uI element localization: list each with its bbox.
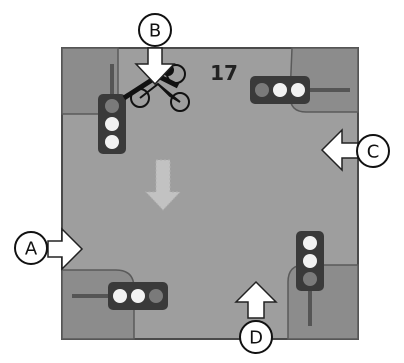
marker-b: B	[138, 13, 172, 47]
traffic-signal-icon	[108, 282, 168, 310]
svg-text:C: C	[367, 142, 380, 163]
svg-text:B: B	[149, 21, 161, 42]
traffic-signal-icon	[296, 231, 324, 291]
arrow-icon	[144, 159, 182, 211]
svg-text:A: A	[25, 239, 38, 260]
intersection-number: 17	[210, 61, 238, 85]
marker-d: D	[239, 320, 273, 354]
arrow-icon	[234, 280, 278, 319]
arrow-icon	[47, 227, 84, 271]
marker-a: A	[14, 231, 48, 265]
traffic-signal-icon	[98, 94, 126, 154]
arrow-icon	[320, 128, 359, 172]
arrow-icon	[134, 47, 176, 86]
marker-c: C	[356, 134, 390, 168]
traffic-signal-icon	[250, 76, 310, 104]
svg-text:D: D	[249, 328, 263, 349]
